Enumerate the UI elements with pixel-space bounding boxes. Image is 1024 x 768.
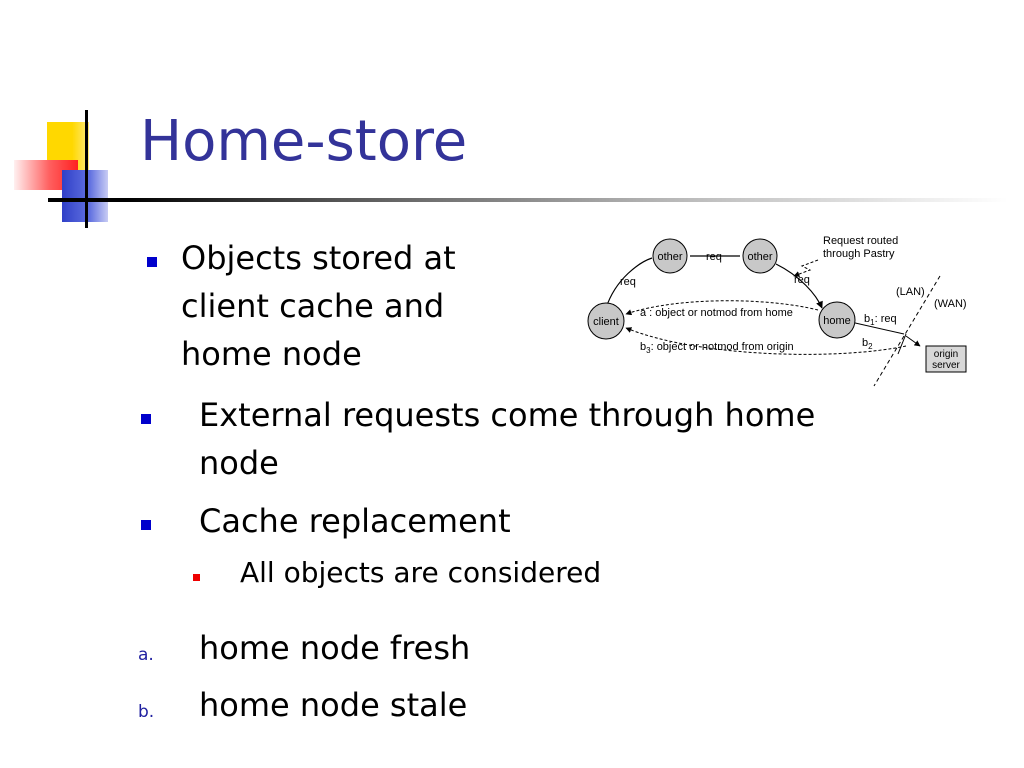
node-client <box>587 302 625 340</box>
ordered-item-a: home node fresh <box>199 629 471 667</box>
origin-arrow <box>905 335 921 347</box>
label-a: a : object or notmod from home <box>640 307 793 319</box>
routed-squiggle <box>793 259 819 277</box>
label-routed-line-2: through Pastry <box>823 248 895 260</box>
bullet-1-line-2: client cache and <box>181 287 445 325</box>
ordered-marker-a: a. <box>138 645 154 665</box>
home-store-diagram: other other client home origin server re… <box>587 235 967 387</box>
node-other-1 <box>652 238 688 274</box>
origin-label-line-2: server <box>932 360 960 371</box>
label-b1: b1: req <box>864 313 897 327</box>
label-b2: b2 <box>862 337 873 351</box>
bullet-1-line-1: Objects stored at <box>181 239 456 277</box>
bullet-3-line-1: Cache replacement <box>199 502 511 540</box>
label-lan: (LAN) <box>896 286 925 298</box>
bullet-1-line-3: home node <box>181 335 362 373</box>
node-home <box>818 301 856 339</box>
slide-title: Home-store <box>140 109 468 174</box>
node-other-1-label: other <box>657 251 682 263</box>
origin-label-line-1: origin <box>934 349 958 360</box>
bullet-2-line-1: External requests come through home <box>199 396 816 434</box>
node-client-label: client <box>593 316 619 328</box>
ordered-marker-b: b. <box>138 702 155 722</box>
label-wan: (WAN) <box>934 298 967 310</box>
title-underline <box>48 198 1008 202</box>
label-routed-line-1: Request routed <box>823 235 898 247</box>
sub-bullet-marker <box>193 574 200 581</box>
response-b3-arrow <box>625 327 907 355</box>
label-b3: b3: object or notmod from origin <box>640 341 794 355</box>
label-req-left: req <box>620 276 636 288</box>
node-other-2 <box>742 238 778 274</box>
bullet-marker <box>147 257 157 267</box>
req-arc-left <box>605 257 653 309</box>
bullet-marker <box>141 520 151 530</box>
req-arc-right <box>775 263 823 309</box>
bullet-2-line-2: node <box>199 444 279 482</box>
node-other-2-label: other <box>747 251 772 263</box>
node-origin-server <box>925 345 967 373</box>
decorative-vertical-line <box>85 110 88 228</box>
lan-wan-boundary <box>873 275 941 387</box>
label-req-top: req <box>706 251 722 263</box>
node-home-label: home <box>823 315 851 327</box>
bullet-marker <box>141 414 151 424</box>
response-a-arrow <box>625 300 819 316</box>
label-req-right: req <box>794 274 810 286</box>
ordered-item-b: home node stale <box>199 686 468 724</box>
b2-line <box>897 333 907 355</box>
sub-bullet-1: All objects are considered <box>240 556 602 589</box>
